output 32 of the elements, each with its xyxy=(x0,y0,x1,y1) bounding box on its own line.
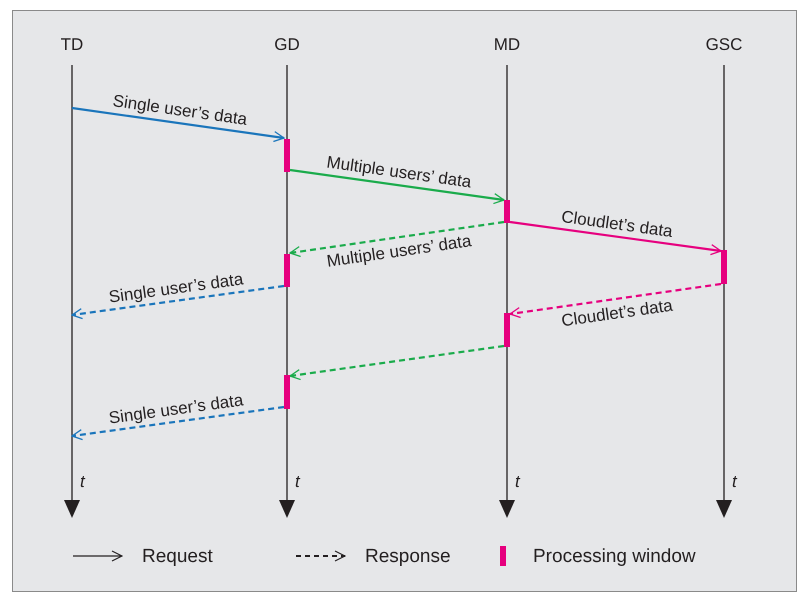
message-arrow xyxy=(72,106,285,142)
edge-label: Multiple users’ data xyxy=(325,154,472,191)
time-label: t xyxy=(80,473,85,490)
edge-label: Single user’s data xyxy=(108,391,244,426)
message-arrow xyxy=(289,220,504,258)
lifeline-label: TD xyxy=(60,36,84,53)
edge-label: Multiple users’ data xyxy=(326,232,472,270)
lifeline-label: GSC xyxy=(706,36,742,53)
legend-text: Request xyxy=(142,547,213,566)
processing-window-bar xyxy=(284,139,290,172)
processing-window-bar xyxy=(284,375,290,409)
processing-window-bar xyxy=(504,200,510,223)
message-arrow xyxy=(289,344,504,380)
message-arrow xyxy=(509,282,722,318)
legend-text: Processing window xyxy=(533,547,696,566)
processing-window-bar xyxy=(504,313,510,347)
time-label: t xyxy=(732,473,737,490)
edge-label: Cloudlet’s data xyxy=(560,208,674,240)
legend-text: Response xyxy=(365,547,451,566)
time-label: t xyxy=(295,473,300,490)
message-arrow xyxy=(290,168,505,204)
processing-window-bar xyxy=(284,254,290,287)
processing-window-bar xyxy=(721,250,727,284)
lifeline-label: MD xyxy=(494,36,520,53)
message-arrow xyxy=(510,220,722,256)
message-arrow xyxy=(71,406,284,440)
time-label: t xyxy=(515,473,520,490)
message-arrow xyxy=(71,284,284,320)
edge-label: Single user’s data xyxy=(108,270,244,306)
edge-label: Single user’s data xyxy=(112,92,248,128)
lifeline-label: GD xyxy=(274,36,300,53)
edge-label: Cloudlet’s data xyxy=(560,296,674,330)
